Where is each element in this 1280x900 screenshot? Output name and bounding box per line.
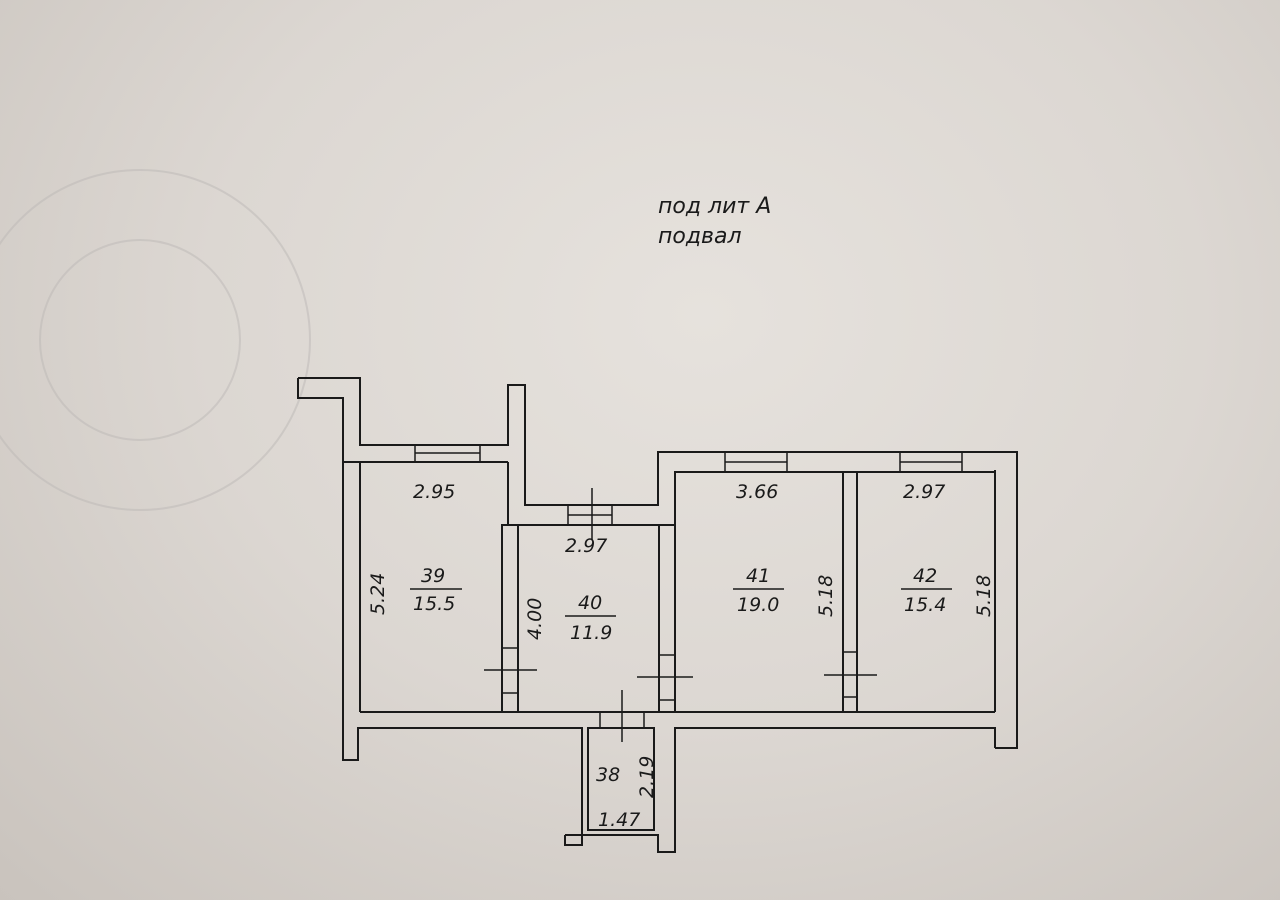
header-line-1: под лит А — [658, 194, 772, 219]
room-40-depth: 4.00 — [524, 598, 546, 640]
room-39-area: 15.5 — [413, 593, 455, 615]
room-38-number: 38 — [596, 764, 620, 786]
plan-header: под лит А подвал — [658, 192, 771, 252]
header-line-2: подвал — [658, 224, 742, 249]
room-42-number: 42 — [913, 565, 937, 587]
room-38-width: 1.47 — [598, 809, 640, 831]
room-42-area: 15.4 — [904, 594, 946, 616]
room-40-number: 40 — [578, 592, 602, 614]
room-41-area: 19.0 — [737, 594, 779, 616]
room-39-number: 39 — [421, 565, 445, 587]
room-38-depth: 2.19 — [636, 756, 658, 798]
room-41-number: 41 — [746, 565, 770, 587]
room-41-width: 3.66 — [736, 481, 778, 503]
room-41-depth: 5.18 — [815, 575, 837, 617]
room-40-width: 2.97 — [565, 535, 607, 557]
room-39-depth: 5.24 — [367, 573, 389, 615]
room-42-depth: 5.18 — [973, 575, 995, 617]
room-39-width: 2.95 — [413, 481, 455, 503]
faded-stamp — [0, 169, 311, 511]
interior-walls — [501, 471, 858, 831]
room-42-width: 2.97 — [903, 481, 945, 503]
room-40-area: 11.9 — [570, 622, 612, 644]
doors — [484, 488, 877, 742]
windows — [414, 444, 963, 526]
